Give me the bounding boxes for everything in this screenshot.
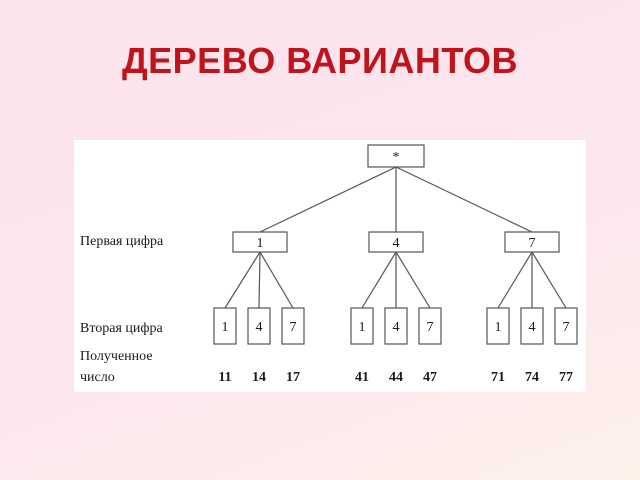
second-digit-node-2-2 [384,307,408,345]
second-digit-node-label: 4 [393,320,400,335]
first-digit-node-label: 1 [257,236,264,251]
first-digit-node-1 [232,231,288,253]
second-digit-node-1-3 [281,307,305,345]
edge-first-1-to-second-2 [258,251,261,309]
edge-first-3-to-second-3 [531,251,567,309]
result-label-line1: Полученное [80,349,153,364]
second-digit-node-label: 4 [256,320,263,335]
first-digit-node-3 [504,231,560,253]
second-digit-node-label: 1 [359,320,366,335]
second-digit-node-label: 4 [529,320,536,335]
result-number: 71 [491,370,505,385]
second-digit-node-2-3 [418,307,442,345]
result-number: 11 [218,370,232,385]
second-digit-node-label: 7 [563,320,570,335]
result-label-line2: число [80,370,115,385]
edge-first-1-to-second-3 [259,251,294,309]
second-digit-node-label: 7 [427,320,434,335]
root-node-label: * [393,150,400,165]
second-digit-node-3-2 [520,307,544,345]
result-number: 74 [525,370,539,385]
result-number: 44 [389,370,403,385]
edge-root-to-first-3 [395,166,533,233]
first-digit-label: Первая цифра [80,234,164,249]
second-digit-node-3-3 [554,307,578,345]
second-digit-node-label: 7 [290,320,297,335]
first-digit-node-label: 4 [393,236,400,251]
tree-diagram-svg: * 1 4 7 1 4 7 1 4 7 1 4 7 [213,144,578,345]
result-number: 77 [559,370,573,385]
second-digit-node-2-1 [350,307,374,345]
second-digit-node-1-2 [247,307,271,345]
edge-first-3-to-second-1 [497,251,533,309]
edge-first-1-to-second-1 [224,251,261,309]
result-number: 17 [286,370,300,385]
first-digit-node-label: 7 [529,236,536,251]
edge-first-2-to-second-1 [361,251,397,309]
slide-title: ДЕРЕВО ВАРИАНТОВ [122,40,518,81]
first-digit-node-2 [368,231,424,253]
result-number: 41 [355,370,369,385]
second-digit-node-label: 1 [495,320,502,335]
second-digit-node-label: 1 [222,320,229,335]
edge-first-2-to-second-3 [395,251,431,309]
second-digit-label: Вторая цифра [80,321,163,336]
root-node [367,144,425,168]
result-number: 47 [423,370,437,385]
second-digit-node-1-1 [213,307,237,345]
result-number: 14 [252,370,266,385]
edge-root-to-first-1 [259,166,397,233]
second-digit-node-3-1 [486,307,510,345]
